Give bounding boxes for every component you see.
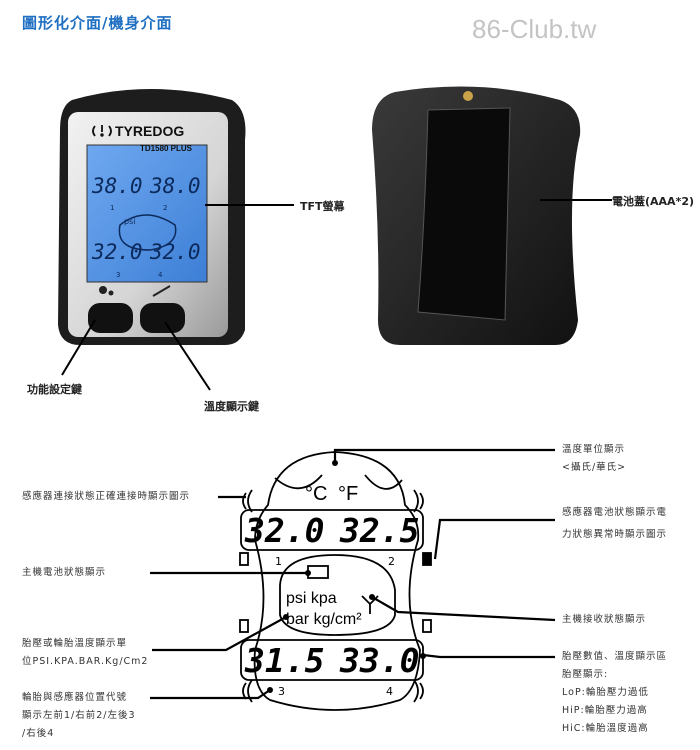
note-sensor-battery-line: 感應器電池狀態顯示電: [562, 507, 668, 518]
sensor-battery-icon: [422, 552, 432, 566]
screen-pos-1: 1: [110, 204, 114, 212]
note-sensor-battery: 感應器電池狀態顯示電 力狀態異常時顯示圖示: [562, 502, 667, 546]
screen-pos-3: 3: [116, 271, 120, 279]
note-temp-unit-line: <攝氏/華氏>: [562, 462, 627, 473]
brand-logo: TYREDOG: [115, 123, 184, 139]
host-battery-icon: [307, 565, 329, 579]
watermark: 86-Club.tw: [472, 14, 597, 44]
screen-pos-2: 2: [163, 204, 167, 212]
note-temp-unit: 溫度單位顯示 <攝氏/華氏>: [562, 441, 626, 477]
sensor-battery-icon: [239, 552, 249, 566]
tire-pos-2: 2: [388, 555, 395, 568]
tire-value-2: 32.5: [339, 511, 419, 550]
screen-value-1: 38.0: [91, 174, 143, 198]
screen-value-4: 32.0: [149, 240, 201, 264]
thermometer-icon: [152, 285, 171, 297]
note-sensor-connection: 感應器連接狀態正確連接時顯示圖示: [22, 491, 191, 502]
celsius-label: °C: [305, 483, 327, 505]
note-unit: 胎壓或輪胎溫度顯示單 位PSI.KPA.BAR.Kg/Cm2: [22, 635, 148, 671]
front-device: [58, 89, 246, 345]
page-title: 圖形化介面/機身介面: [22, 14, 173, 32]
sensor-battery-icon: [422, 619, 432, 633]
function-key-label: 功能設定鍵: [27, 383, 82, 396]
note-unit-line: 胎壓或輪胎溫度顯示單: [22, 638, 128, 649]
back-device: [372, 86, 581, 346]
note-value-area: 胎壓數值、溫度顯示區 胎壓顯示: LoP:輪胎壓力過低 HiP:輪胎壓力過高 H…: [562, 648, 667, 738]
note-temp-unit-line: 溫度單位顯示: [562, 444, 626, 455]
note-unit-line: 位PSI.KPA.BAR.Kg/Cm2: [22, 656, 149, 667]
temp-button[interactable]: [140, 303, 185, 333]
note-value-line: HiP:輪胎壓力過高: [562, 705, 648, 716]
note-position-line: /右後4: [22, 728, 55, 739]
units-line-2: bar kg/cm²: [286, 611, 362, 628]
tire-value-1: 32.0: [244, 511, 324, 550]
tire-value-3: 31.5: [244, 641, 324, 680]
model-label: TD1580 PLUS: [140, 144, 193, 153]
tire-pos-3: 3: [278, 685, 285, 698]
note-value-line: HiC:輪胎溫度過高: [562, 723, 649, 734]
note-value-line: LoP:輪胎壓力過低: [562, 687, 649, 698]
fahrenheit-label: °F: [338, 483, 358, 505]
screw-icon: [463, 91, 473, 101]
gear-icon: [99, 286, 107, 294]
screen-value-2: 38.0: [149, 174, 201, 198]
function-button[interactable]: [88, 303, 133, 333]
note-value-line: 胎壓數值、溫度顯示區: [562, 651, 668, 662]
screen-pos-4: 4: [158, 271, 163, 279]
lcd-diagram: [239, 451, 432, 711]
note-position-line: 顯示左前1/右前2/左後3: [22, 710, 136, 721]
note-position: 輪胎與感應器位置代號 顯示左前1/右前2/左後3 /右後4: [22, 689, 136, 743]
tire-pos-1: 1: [275, 555, 282, 568]
screen-value-3: 32.0: [91, 240, 143, 264]
note-position-line: 輪胎與感應器位置代號: [22, 692, 128, 703]
tft-screen: [86, 144, 208, 283]
battery-cover: [417, 107, 511, 321]
sensor-battery-icon: [239, 619, 249, 633]
tire-value-4: 33.0: [339, 641, 419, 680]
temp-key-label: 溫度顯示鍵: [204, 400, 259, 413]
note-value-line: 胎壓顯示:: [562, 669, 609, 680]
battery-cover-label: 電池蓋(AAA*2): [612, 195, 695, 208]
note-receive-status: 主機接收狀態顯示: [562, 614, 647, 625]
tire-pos-4: 4: [386, 685, 393, 698]
tire-warning-logo-icon: [92, 125, 112, 137]
tft-label: TFT螢幕: [300, 200, 345, 213]
note-sensor-battery-line: 力狀態異常時顯示圖示: [562, 529, 668, 540]
note-host-battery: 主機電池狀態顯示: [22, 567, 107, 578]
screen-unit: psi: [124, 217, 135, 226]
units-line-1: psi kpa: [286, 590, 337, 607]
